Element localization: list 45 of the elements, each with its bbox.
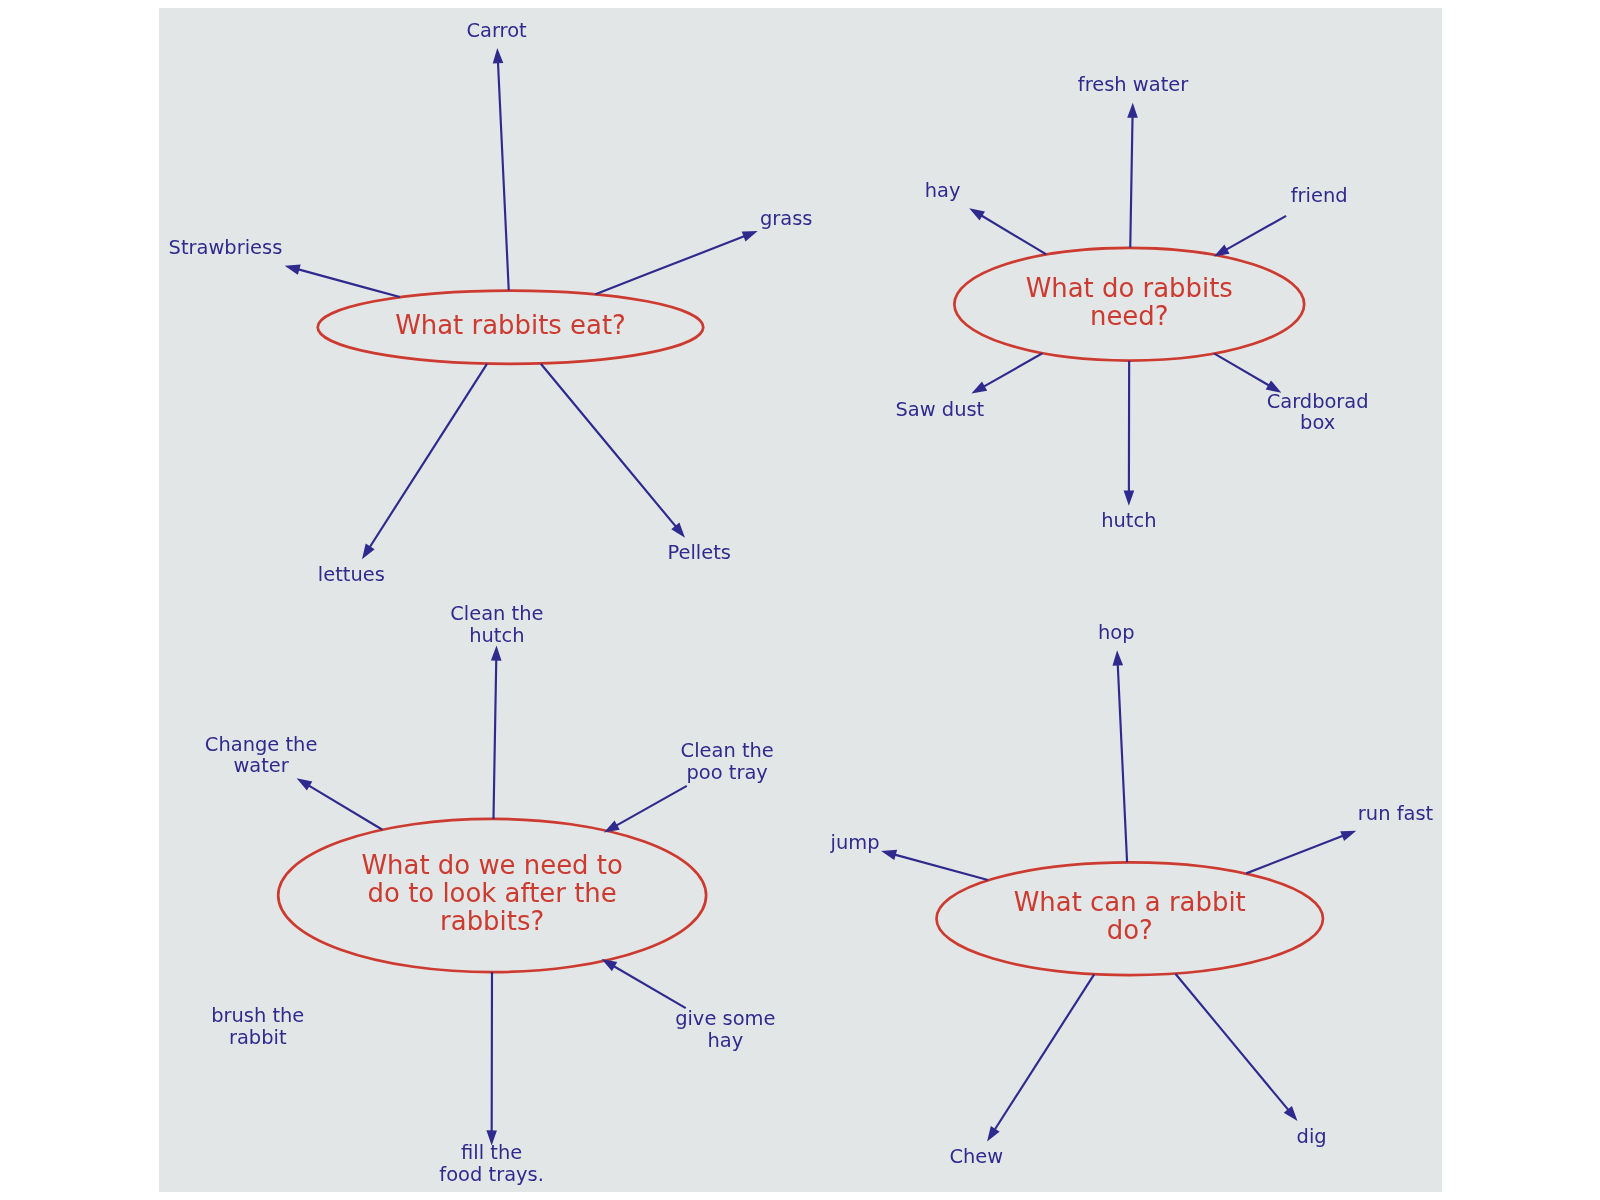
node-text: fresh water <box>1077 73 1188 97</box>
node-text: Chew <box>948 1145 1003 1169</box>
arrow <box>970 352 1043 394</box>
arrow <box>594 231 758 296</box>
node-text: friend <box>1290 183 1348 207</box>
node-text: grass <box>759 206 812 230</box>
arrow <box>1213 352 1281 393</box>
arrow <box>1112 650 1128 863</box>
arrow <box>603 784 687 833</box>
arrow <box>1126 102 1138 248</box>
arrow <box>492 48 510 291</box>
node-text: fill the food trays. <box>438 1140 544 1186</box>
node-text: hutch <box>1100 508 1156 532</box>
node-text: Saw dust <box>894 398 984 422</box>
node-ellipse: What can a rabbit do? <box>934 860 1324 977</box>
arrow <box>361 363 488 560</box>
node-text: run fast <box>1357 802 1433 826</box>
node-text: dig <box>1296 1124 1327 1148</box>
node-text: jump <box>830 830 880 854</box>
arrow <box>485 972 497 1146</box>
arrow <box>880 849 988 882</box>
arrow <box>1174 973 1297 1121</box>
arrow <box>1245 830 1356 875</box>
arrow <box>284 264 400 299</box>
node-text: hay <box>924 178 960 202</box>
node-ellipse: What rabbits eat? <box>315 289 705 366</box>
label: brush the rabbit <box>210 1004 304 1049</box>
node-text: Carrot <box>465 18 527 42</box>
node-text: Change the water <box>204 732 317 778</box>
arrow <box>296 778 383 831</box>
arrow <box>986 973 1095 1142</box>
arrow <box>601 959 686 1009</box>
arrow <box>968 208 1047 256</box>
arrow <box>539 363 685 538</box>
node-text: Cardborad box <box>1266 389 1369 435</box>
node-text: Pellets <box>666 541 731 565</box>
node-text: Clean the poo tray <box>680 739 774 784</box>
node-text: give some hay <box>674 1007 775 1052</box>
arrow <box>1123 360 1134 506</box>
arrow <box>490 645 502 819</box>
node-text: lettues <box>317 562 385 586</box>
arrow <box>1213 214 1287 257</box>
node-text: Strawbriess <box>168 236 282 260</box>
node-text: Clean the hutch <box>449 601 543 647</box>
node-text: hop <box>1097 620 1135 644</box>
